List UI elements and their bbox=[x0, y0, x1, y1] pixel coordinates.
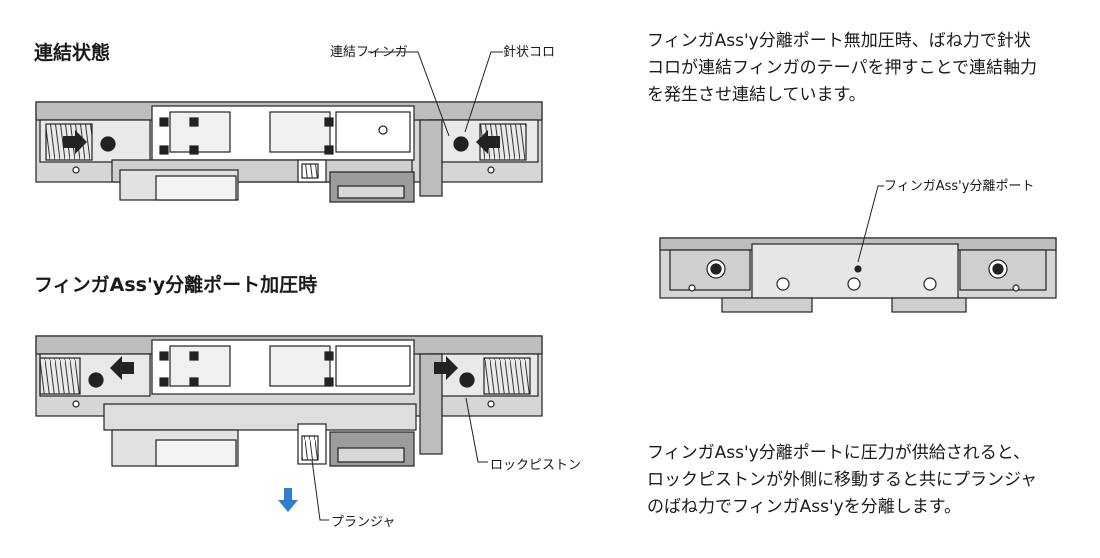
spring-icon bbox=[483, 357, 531, 395]
roller-leader-line bbox=[464, 51, 503, 133]
needle-roller-label: 針状コロ bbox=[503, 45, 556, 60]
port-leader-line bbox=[857, 185, 884, 263]
needle-roller-icon bbox=[459, 372, 475, 388]
pressurized-description-line: のばね力でフィンガAss'yを分離します。 bbox=[647, 497, 962, 517]
arrow-left-icon bbox=[110, 356, 134, 380]
pressurized-description: フィンガAss'y分離ポートに圧力が供給されると、 ロックピストンが外側に移動す… bbox=[647, 440, 1037, 521]
needle-roller-icon bbox=[100, 136, 116, 152]
locked-description-line: を発生させ連結しています。 bbox=[647, 85, 866, 105]
pressurized-description-line: フィンガAss'y分離ポートに圧力が供給されると、 bbox=[647, 443, 1031, 463]
locked-cross-section bbox=[35, 101, 543, 203]
plunger-leader-line bbox=[311, 459, 329, 521]
pressurized-state-title: フィンガAss'y分離ポート加圧時 bbox=[34, 274, 318, 296]
separation-port-label: フィンガAss'y分離ポート bbox=[884, 179, 1035, 194]
locked-description-line: コロが連結フィンガのテーパを押すことで連結軸力 bbox=[647, 58, 1037, 78]
pressurized-description-line: ロックピストンが外側に移動すると共にプランジャ bbox=[647, 470, 1038, 490]
lock-piston-label: ロックピストン bbox=[490, 458, 582, 473]
locked-description-line: フィンガAss'y分離ポート無加圧時、ばね力で針状 bbox=[647, 31, 1031, 51]
external-view bbox=[659, 237, 1057, 313]
spring-icon bbox=[39, 357, 81, 395]
separation-port-icon bbox=[847, 277, 861, 291]
arrow-right-icon bbox=[63, 130, 87, 154]
needle-roller-icon bbox=[88, 372, 104, 388]
locked-description: フィンガAss'y分離ポート無加圧時、ばね力で針状 コロが連結フィンガのテーパを… bbox=[647, 28, 1037, 109]
plunger-label: プランジャ bbox=[331, 515, 396, 530]
finger-leader-line bbox=[368, 51, 450, 137]
plunger-spring-icon bbox=[301, 435, 319, 461]
arrow-down-icon bbox=[278, 488, 298, 512]
lock-piston-leader-line bbox=[465, 397, 488, 463]
arrow-left-icon bbox=[476, 130, 500, 154]
needle-roller-icon bbox=[453, 136, 469, 152]
locked-state-title: 連結状態 bbox=[34, 42, 111, 64]
arrow-right-icon bbox=[434, 356, 458, 380]
